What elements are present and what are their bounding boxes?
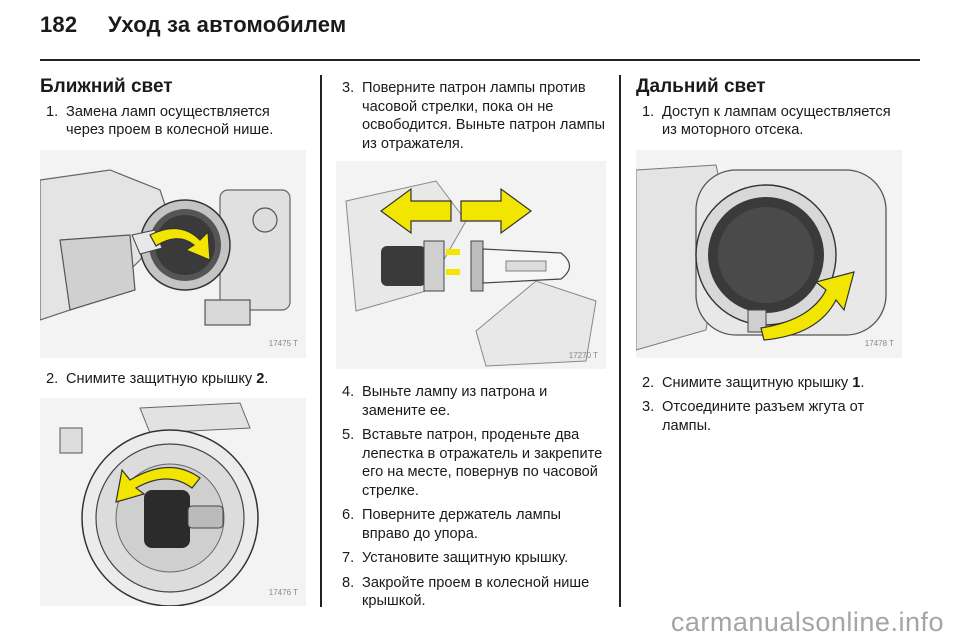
step-number: 1. xyxy=(46,103,59,120)
step-text: Снимите защитную крышку xyxy=(662,374,853,391)
step-text: Замена ламп осуществляется через проем в… xyxy=(66,103,274,139)
column-low-beam: Ближний свет 1. Замена ламп осуществляет… xyxy=(40,74,306,606)
figure-wheel-arch: 17475 T xyxy=(40,149,306,358)
section-title: Уход за автомобилем xyxy=(108,12,347,37)
column-divider-2 xyxy=(619,75,621,607)
figure-code: 17475 T xyxy=(268,339,298,348)
column-high-beam: Дальний свет 1. Доступ к лампам осуществ… xyxy=(636,74,902,435)
step-number: 2. xyxy=(642,374,655,391)
step-item: 3. Отсоедините разъем жгута от лампы. xyxy=(636,398,902,435)
figure-code: 17478 T xyxy=(864,339,894,348)
column-low-beam-continued: 3. Поверните патрон лампы против часовой… xyxy=(336,74,606,611)
step-number: 1. xyxy=(642,103,655,120)
step-item: 1. Доступ к лампам осуществляется из мот… xyxy=(636,103,902,140)
step-item: 5. Вставьте патрон, проденьте два лепест… xyxy=(336,426,606,500)
step-item: 3. Поверните патрон лампы против часовой… xyxy=(336,79,606,153)
figure-code: 17476 T xyxy=(268,587,298,597)
low-beam-heading: Ближний свет xyxy=(40,76,173,97)
step-text: Снимите защитную крышку xyxy=(66,370,257,387)
watermark: carmanualsonline.info xyxy=(670,607,944,637)
step-item: 4. Выньте лампу из патрона и замените ее… xyxy=(336,383,606,420)
step-text: Отсоедините разъем жгута от лампы. xyxy=(662,399,865,434)
step-text: Доступ к лампам осуществляется из моторн… xyxy=(662,103,891,139)
step-text: Выньте лампу из патрона и замените ее. xyxy=(362,384,548,419)
step-number: 2. xyxy=(46,370,59,387)
step-number: 6. xyxy=(342,507,355,523)
step-text: Вставьте патрон, проденьте два лепестка … xyxy=(362,427,603,499)
step-text-end: . xyxy=(860,374,865,391)
step-text-end: . xyxy=(264,370,269,387)
step-number: 8. xyxy=(342,574,355,591)
page-header: 182 Уход за автомобилем xyxy=(40,12,346,38)
step-item: 2. Снимите защитную крышку 2. xyxy=(40,370,306,389)
step-text: Поверните держатель лампы вправо до упор… xyxy=(362,507,562,542)
step-number: 3. xyxy=(342,80,355,96)
figure-high-beam-cap: 17478 T xyxy=(636,149,902,358)
step-item: 2. Снимите защитную крышку 1. xyxy=(636,374,902,393)
header-rule xyxy=(40,59,920,61)
step-bold-ref: 2 xyxy=(256,370,265,387)
step-text: Установите защитную крышку. xyxy=(362,550,569,566)
high-beam-heading: Дальний свет xyxy=(636,76,766,97)
figure-protective-cap: 17476 T xyxy=(40,398,306,606)
column-divider-1 xyxy=(320,75,322,607)
step-text: Поверните патрон лампы против часовой ст… xyxy=(362,80,605,152)
step-item: 6. Поверните держатель лампы вправо до у… xyxy=(336,506,606,543)
step-text: Закройте проем в колесной нише крышкой. xyxy=(362,574,590,610)
figure-bulb-removal: 17270 T xyxy=(336,161,606,369)
step-number: 7. xyxy=(342,550,355,566)
step-item: 1. Замена ламп осуществляется через прое… xyxy=(40,103,306,140)
figure-code: 17270 T xyxy=(568,350,598,360)
step-bold-ref: 1 xyxy=(852,374,861,391)
step-item: 7. Установите защитную крышку. xyxy=(336,549,606,568)
page-number: 182 xyxy=(40,12,78,37)
step-number: 3. xyxy=(642,399,655,415)
step-item: 8. Закройте проем в колесной нише крышко… xyxy=(336,574,606,611)
step-number: 4. xyxy=(342,384,355,400)
step-number: 5. xyxy=(342,427,355,443)
